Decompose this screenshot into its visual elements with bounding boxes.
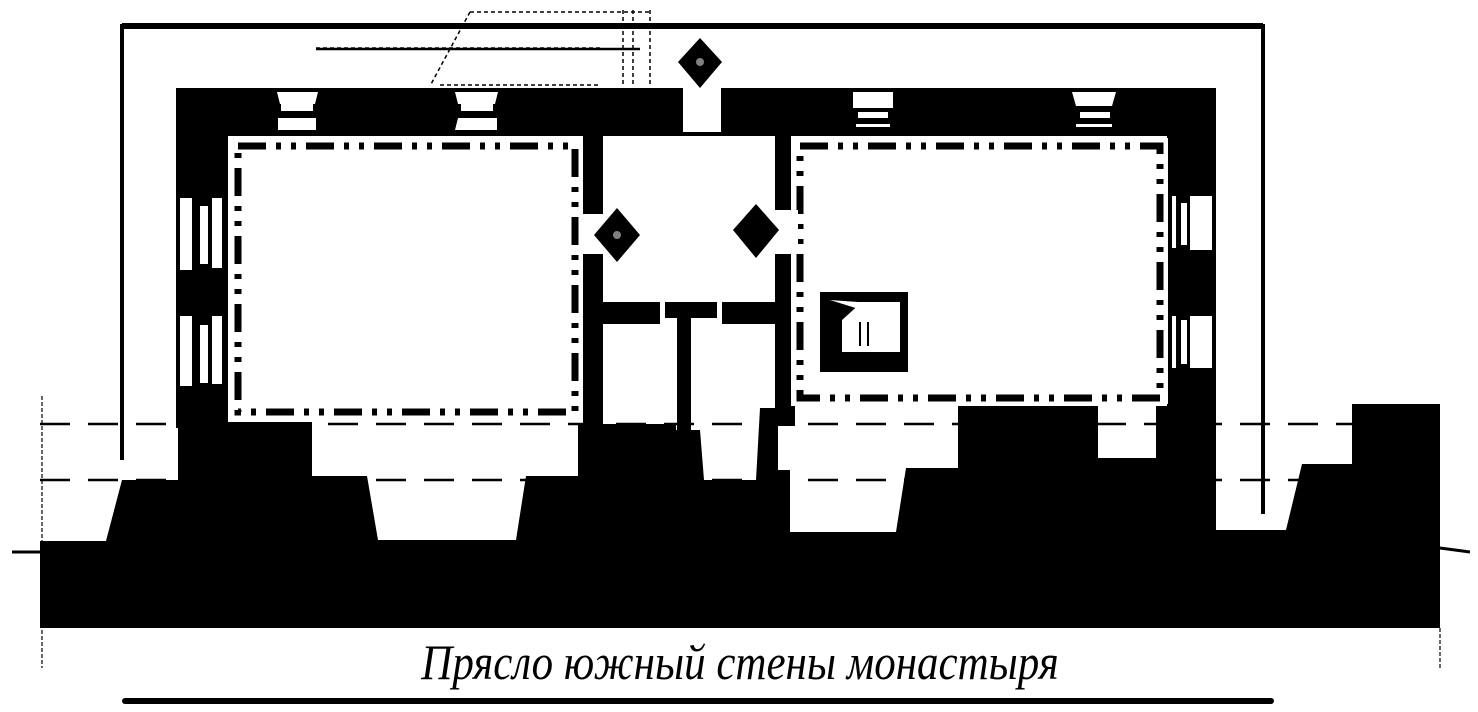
caption-underline	[122, 698, 1274, 704]
stove-icon	[820, 292, 908, 372]
drawing-caption: Прясло южный стены монастыря	[421, 634, 1059, 690]
loophole-icon	[853, 92, 893, 127]
loophole-icon	[277, 92, 318, 130]
section-lines	[40, 422, 1440, 482]
west-chamber	[228, 136, 583, 422]
axis-lines	[12, 396, 1471, 668]
loophole-icon	[1072, 92, 1116, 127]
outer-outline	[120, 23, 1265, 408]
top-loopholes	[277, 92, 1116, 130]
loophole-icon	[455, 92, 498, 130]
top-door	[683, 88, 721, 132]
left-loopholes	[180, 198, 222, 386]
right-loopholes	[1172, 196, 1212, 368]
